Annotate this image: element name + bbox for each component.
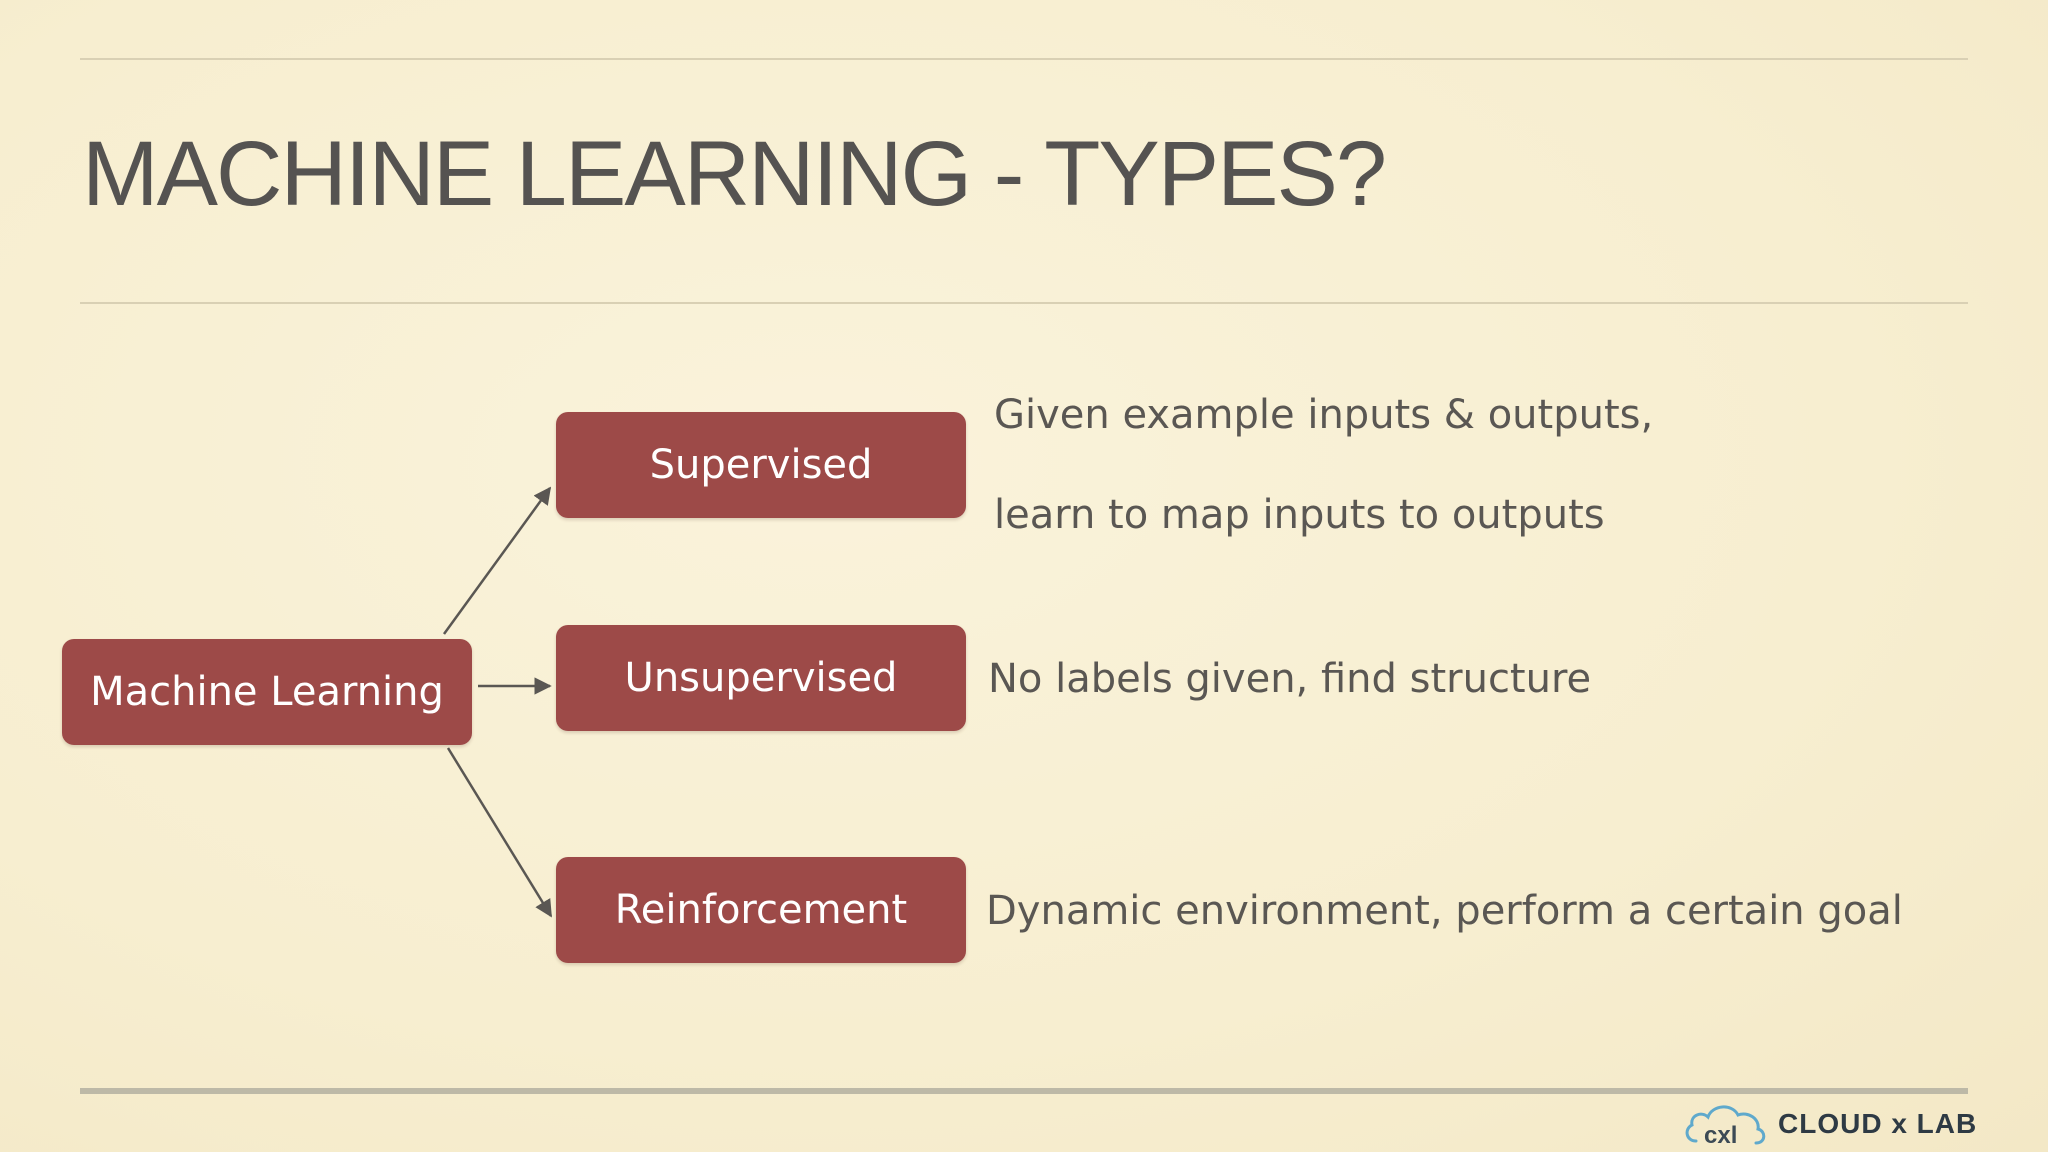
top-divider bbox=[80, 58, 1968, 60]
svg-text:cxl: cxl bbox=[1704, 1122, 1737, 1149]
cloud-cxl-icon: cxl bbox=[1685, 1105, 1766, 1149]
title-divider bbox=[80, 302, 1968, 304]
cloudxlab-logo: cxl CLOUD x LAB bbox=[1682, 1098, 1977, 1150]
slide-title: MACHINE LEARNING - TYPES? bbox=[82, 123, 1387, 225]
reinforcement-box: Reinforcement bbox=[556, 857, 966, 963]
reinforcement-description: Dynamic environment, perform a certain g… bbox=[986, 888, 1903, 934]
supervised-description-line-1: Given example inputs & outputs, bbox=[994, 392, 1654, 438]
machine-learning-box: Machine Learning bbox=[62, 639, 472, 745]
footer-divider bbox=[80, 1088, 1968, 1094]
unsupervised-description: No labels given, find structure bbox=[988, 656, 1592, 702]
arrow-to-supervised bbox=[442, 486, 552, 635]
supervised-box: Supervised bbox=[556, 412, 966, 518]
arrow-to-reinforcement bbox=[446, 747, 553, 918]
unsupervised-box: Unsupervised bbox=[556, 625, 966, 731]
supervised-description-line-2: learn to map inputs to outputs bbox=[994, 492, 1605, 538]
logo-text: CLOUD x LAB bbox=[1778, 1108, 1978, 1139]
